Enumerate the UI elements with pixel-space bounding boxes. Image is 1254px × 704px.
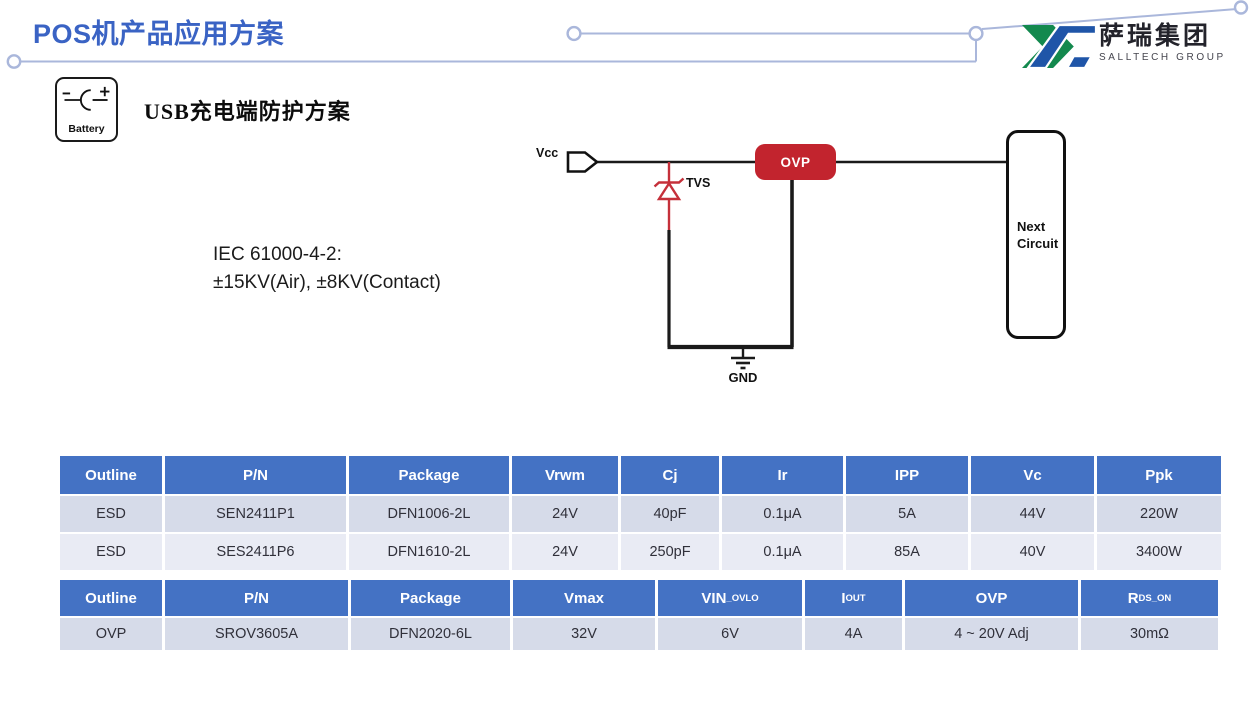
- table-cell: DFN1006-2L: [349, 496, 509, 532]
- table-cell: 44V: [971, 496, 1094, 532]
- logo-name-en: SALLTECH GROUP: [1099, 52, 1226, 63]
- iec-line-1: IEC 61000-4-2:: [213, 244, 342, 265]
- table-header-cell: VIN_OVLO: [658, 580, 802, 616]
- vcc-connector-icon: [566, 151, 600, 173]
- battery-symbol-icon: [62, 86, 110, 111]
- table-header-cell: Ir: [722, 456, 843, 494]
- table-cell: 4 ~ 20V Adj: [905, 618, 1078, 650]
- ovp-chip-label: OVP: [780, 154, 811, 170]
- table-header-cell: Cj: [621, 456, 719, 494]
- table-cell: 220W: [1097, 496, 1221, 532]
- logo-name-cn: 萨瑞集团: [1099, 22, 1212, 50]
- battery-label: Battery: [68, 123, 105, 135]
- table-cell: 40pF: [621, 496, 719, 532]
- table-cell: 6V: [658, 618, 802, 650]
- ovp-chip: OVP: [755, 144, 836, 180]
- tvs-label: TVS: [686, 176, 711, 190]
- iec-line-2: ±15KV(Air), ±8KV(Contact): [213, 272, 441, 293]
- table-cell: 3400W: [1097, 534, 1221, 570]
- table-cell: 30mΩ: [1081, 618, 1218, 650]
- table-cell: SES2411P6: [165, 534, 346, 570]
- table-cell: 4A: [805, 618, 902, 650]
- table-cell: 40V: [971, 534, 1094, 570]
- decorative-connector-lines: [6, 0, 1249, 69]
- table-header-cell: OVP: [905, 580, 1078, 616]
- page-title: POS机产品应用方案: [33, 19, 285, 49]
- section-heading: USB充电端防护方案: [144, 94, 351, 126]
- table-header-cell: Package: [351, 580, 510, 616]
- table-header-cell: Vc: [971, 456, 1094, 494]
- next-circuit-block: Next Circuit: [1006, 130, 1066, 339]
- table-header-cell: P/N: [165, 580, 348, 616]
- next-circuit-line1: Next: [1017, 218, 1046, 234]
- table-header-cell: Outline: [60, 456, 162, 494]
- table-cell: 5A: [846, 496, 968, 532]
- table-cell: 0.1μA: [722, 496, 843, 532]
- vcc-label: Vcc: [536, 146, 559, 160]
- table-header-cell: Ppk: [1097, 456, 1221, 494]
- esd-spec-table: Outline P/N Package Vrwm Cj Ir IPP Vc Pp…: [60, 456, 1221, 570]
- tvs-diode-icon: [653, 162, 685, 230]
- battery-icon: Battery: [55, 77, 118, 142]
- table-cell: DFN2020-6L: [351, 618, 510, 650]
- table-cell: 24V: [512, 534, 618, 570]
- next-circuit-line2: Circuit: [1017, 235, 1059, 251]
- section-heading-usb: USB: [144, 99, 190, 124]
- table-cell: SEN2411P1: [165, 496, 346, 532]
- table-cell: ESD: [60, 534, 162, 570]
- table-cell: SROV3605A: [165, 618, 348, 650]
- table-header-cell: Vmax: [513, 580, 655, 616]
- table-cell: OVP: [60, 618, 162, 650]
- table-header-cell: Vrwm: [512, 456, 618, 494]
- table-cell: 85A: [846, 534, 968, 570]
- table-cell: ESD: [60, 496, 162, 532]
- table-header-cell: Outline: [60, 580, 162, 616]
- gnd-label: GND: [728, 370, 758, 385]
- table-cell: DFN1610-2L: [349, 534, 509, 570]
- circuit-diagram: [566, 151, 1006, 370]
- table-header-cell: IPP: [846, 456, 968, 494]
- table-header-cell: P/N: [165, 456, 346, 494]
- table-cell: 250pF: [621, 534, 719, 570]
- table-cell: 24V: [512, 496, 618, 532]
- table-cell: 32V: [513, 618, 655, 650]
- table-cell: 0.1μA: [722, 534, 843, 570]
- iec-spec-text: IEC 61000-4-2: ±15KV(Air), ±8KV(Contact): [213, 241, 441, 297]
- table-header-cell: Package: [349, 456, 509, 494]
- logo-text: 萨瑞集团 SALLTECH GROUP: [1099, 22, 1226, 63]
- section-heading-cn: 充电端防护方案: [189, 99, 351, 124]
- salltech-logo-icon: [1022, 25, 1096, 68]
